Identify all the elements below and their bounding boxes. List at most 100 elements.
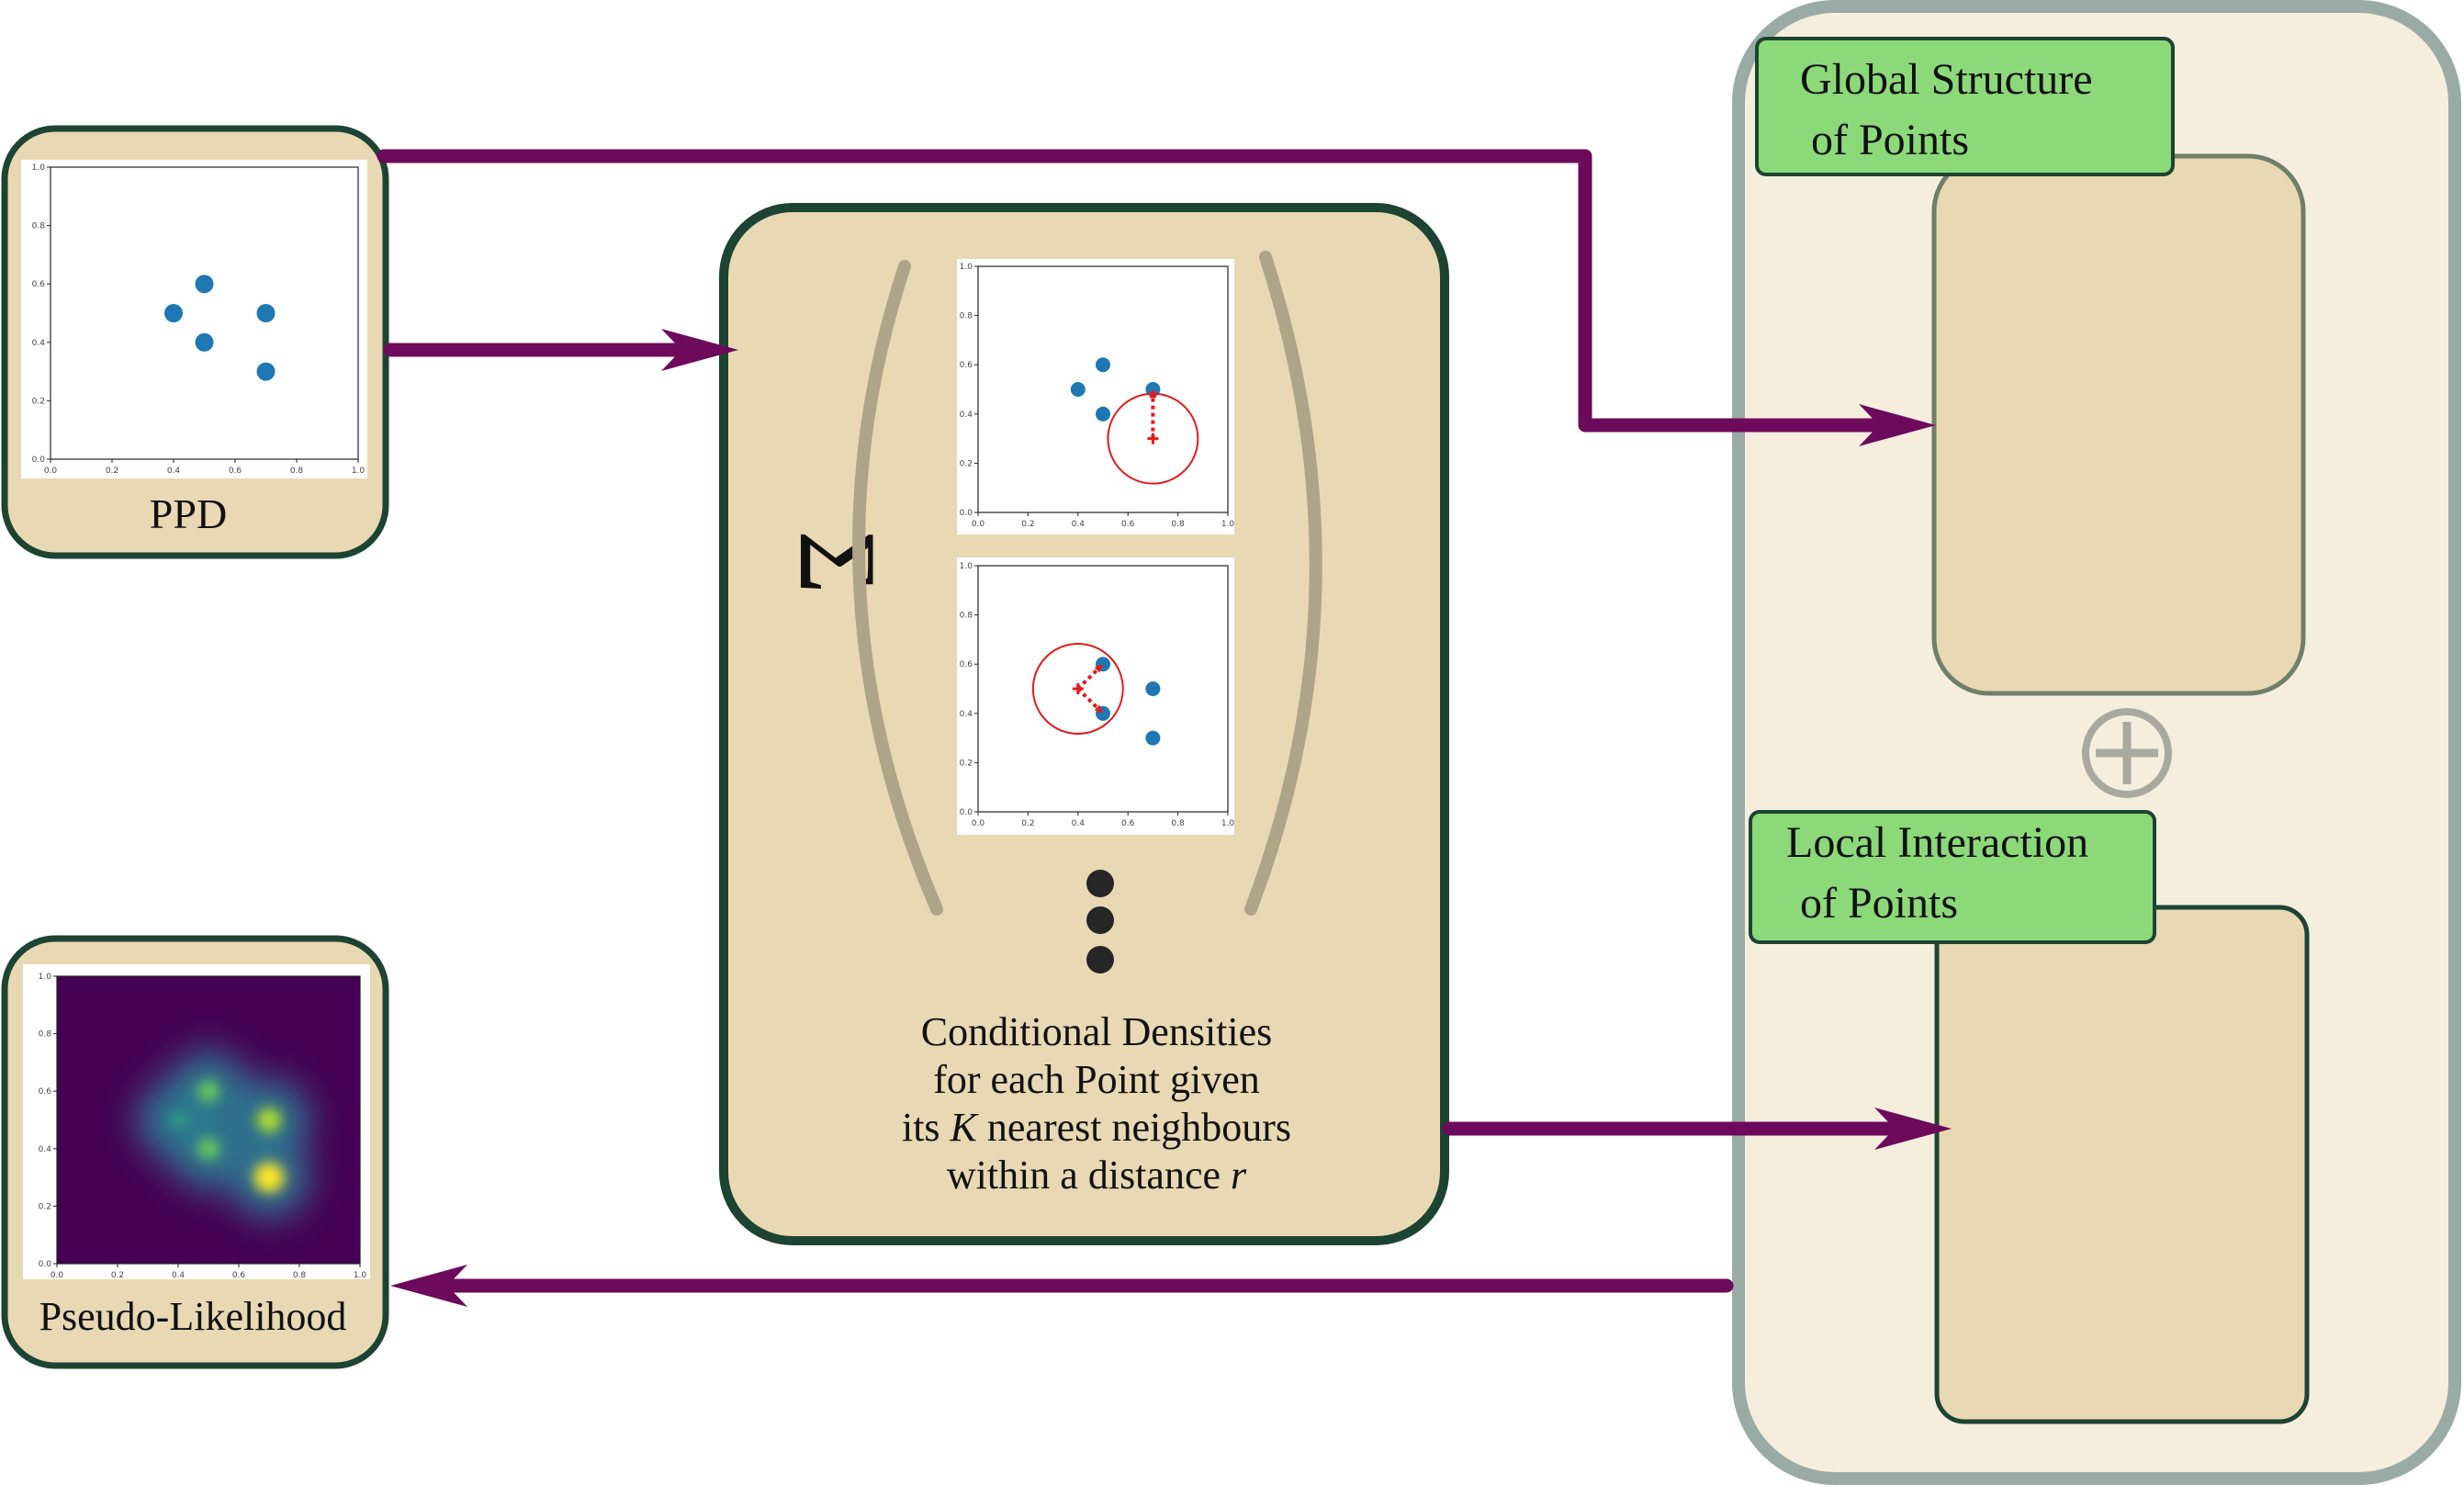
data-point-0 xyxy=(195,275,214,294)
y-tick-label-1: 0.8 xyxy=(960,312,973,321)
data-point-1 xyxy=(1096,406,1110,422)
global-structure-label-line2: of Points xyxy=(1811,116,1969,164)
data-point-0 xyxy=(256,304,276,322)
x-tick-label-3: 1.0 xyxy=(354,1271,367,1280)
y-tick-label-0: 0.2 xyxy=(32,397,45,406)
neighbour-link-2 xyxy=(1076,687,1105,715)
y-tick-label-3: 1.0 xyxy=(39,973,52,982)
x-tick-label-2: 0.2 xyxy=(1021,819,1034,828)
heatmap-peak-3 xyxy=(197,1080,219,1102)
local-interaction-label-line1: Local Interaction xyxy=(1786,818,2088,867)
x-tick-label-3: 0.2 xyxy=(111,1271,124,1280)
ellipsis-dot-3 xyxy=(1086,946,1114,973)
arrowhead-local xyxy=(1874,1108,1952,1150)
arrowhead-conditional xyxy=(661,329,738,371)
local-interaction-label-line2: of Points xyxy=(1800,879,1958,928)
x-tick-label-3: 0.8 xyxy=(293,1271,307,1280)
x-tick-label-2: 1.0 xyxy=(1221,819,1235,828)
x-tick-label-2: 0.0 xyxy=(972,819,985,828)
arrow-ppd-to-global xyxy=(377,149,1899,433)
global-structure-box xyxy=(1931,153,2306,696)
y-tick-label-3: 0.6 xyxy=(39,1087,52,1097)
axes-frame-2 xyxy=(977,565,1229,813)
x-tick-label-1: 1.0 xyxy=(1221,520,1235,529)
y-tick-label-1: 1.0 xyxy=(960,263,973,272)
x-tick-label-1: 0.2 xyxy=(1021,520,1034,529)
x-tick-label-0: 0.4 xyxy=(167,467,181,476)
data-point-1 xyxy=(1096,357,1110,373)
conditional-plot-2-area xyxy=(957,557,1234,835)
neighbour-arrowhead-2 xyxy=(1094,664,1103,673)
conditional-caption-line1: Conditional Densities xyxy=(921,1009,1273,1054)
right-parenthesis xyxy=(1244,251,1322,916)
x-tick-label-1: 0.8 xyxy=(1171,520,1185,529)
y-tick-label-2: 0.0 xyxy=(960,808,973,817)
y-tick-label-0: 0.8 xyxy=(32,222,46,231)
x-tick-label-0: 1.0 xyxy=(352,467,366,476)
pseudo-likelihood-label: Pseudo-Likelihood xyxy=(39,1294,347,1339)
query-point-marker-2 xyxy=(1072,683,1084,694)
ppd-plot-area xyxy=(21,160,367,478)
global-structure-label-line1: Global Structure xyxy=(1800,55,2093,104)
axes-frame-1 xyxy=(977,265,1229,513)
x-tick-label-1: 0.6 xyxy=(1121,520,1135,529)
axes-frame-3 xyxy=(56,975,361,1265)
oplus-icon xyxy=(2082,708,2172,798)
x-tick-label-0: 0.0 xyxy=(44,467,58,476)
neighbour-arrowhead-1 xyxy=(1149,389,1157,399)
local-interaction-box xyxy=(1934,905,2310,1424)
heatmap-peak-3 xyxy=(253,1162,285,1193)
axes-frame-0 xyxy=(50,166,359,460)
heatmap-peak-3 xyxy=(197,1138,219,1160)
conditional-caption-line3: its K nearest neighbours xyxy=(902,1105,1291,1150)
y-tick-label-3: 0.8 xyxy=(39,1030,52,1040)
y-tick-label-3: 0.4 xyxy=(39,1145,52,1154)
data-point-1 xyxy=(1070,382,1086,397)
data-point-0 xyxy=(195,332,214,352)
y-tick-label-1: 0.4 xyxy=(960,411,973,420)
y-tick-label-1: 0.2 xyxy=(960,459,973,468)
y-tick-label-3: 0.2 xyxy=(39,1202,51,1211)
x-tick-label-0: 0.6 xyxy=(229,467,242,476)
heatmap-cores-3 xyxy=(172,1080,285,1193)
neighbour-arrowhead-2 xyxy=(1094,704,1103,714)
y-tick-label-2: 1.0 xyxy=(960,562,973,571)
query-point-marker-1 xyxy=(1147,433,1159,444)
y-tick-label-1: 0.6 xyxy=(960,361,973,370)
chart-layer: 0.0 0.0 0.2 0.2 0.4 0.4 0.6 0.6 0.8 0.8 1.0 1.0 0.0 0… xyxy=(32,163,1235,1280)
conditional-caption-line2: for each Point given xyxy=(933,1057,1260,1102)
arrowhead-pseudo-likelihood xyxy=(390,1265,467,1307)
y-tick-label-2: 0.4 xyxy=(960,710,973,719)
x-tick-label-3: 0.4 xyxy=(172,1271,186,1280)
y-tick-label-0: 0.0 xyxy=(32,456,46,465)
arrow-heads xyxy=(390,329,1952,1307)
sum-symbol: Σ xyxy=(777,530,899,594)
neighbour-link-2 xyxy=(1076,662,1105,691)
ellipsis-dot-1 xyxy=(1086,870,1114,897)
heatmap-peak-3 xyxy=(256,1108,282,1132)
y-tick-label-1: 0.0 xyxy=(960,509,973,518)
y-tick-label-0: 1.0 xyxy=(32,163,46,173)
conditional-caption-line4: within a distance r xyxy=(947,1153,1247,1198)
neighbourhood-circle-2 xyxy=(1031,643,1124,735)
ppd-label: PPD xyxy=(150,490,227,537)
data-point-2 xyxy=(1145,681,1161,696)
heatmap-peak-3 xyxy=(172,1113,185,1127)
x-tick-label-0: 0.2 xyxy=(106,467,118,476)
y-tick-label-2: 0.8 xyxy=(960,612,973,621)
x-tick-label-0: 0.8 xyxy=(290,467,304,476)
data-point-2 xyxy=(1145,730,1161,746)
x-tick-label-2: 0.6 xyxy=(1121,819,1135,828)
arrowhead-global xyxy=(1859,404,1936,446)
ellipsis-dot-2 xyxy=(1086,906,1114,934)
data-point-0 xyxy=(256,362,276,381)
x-tick-label-3: 0.0 xyxy=(51,1271,64,1280)
global-structure-tag xyxy=(1755,37,2175,176)
arrows xyxy=(377,149,1908,1293)
x-tick-label-1: 0.0 xyxy=(972,520,985,529)
conditional-plot-1-area xyxy=(957,259,1234,534)
heatmap-group-3 xyxy=(57,976,360,1264)
y-tick-label-0: 0.6 xyxy=(32,280,46,289)
x-tick-label-3: 0.6 xyxy=(232,1271,246,1280)
